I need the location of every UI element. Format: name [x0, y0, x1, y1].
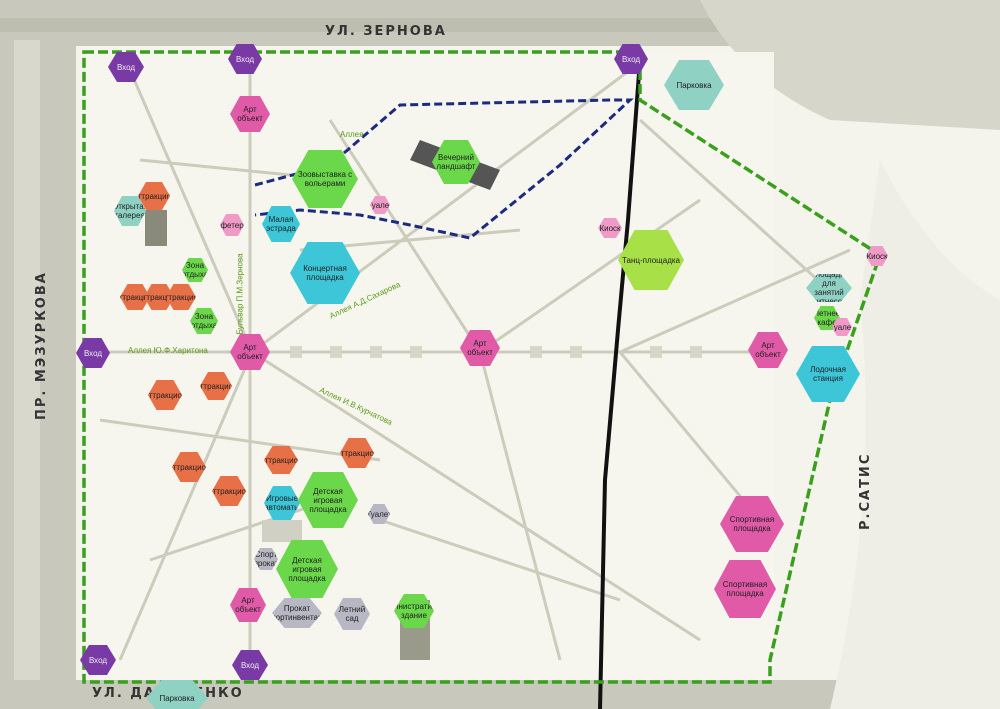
- alley-label: Аллея: [340, 130, 364, 139]
- street-east-label: Р.САТИС: [858, 452, 873, 530]
- alley-label: Аллея Ю.Ф.Харитона: [128, 346, 208, 355]
- alley-label: Бульвар П.М.Зернова: [235, 253, 245, 335]
- street-north-label: УЛ. ЗЕРНОВА: [325, 24, 447, 39]
- street-west-label: ПР. МЭЗУРКОВА: [34, 271, 49, 420]
- boat-station-marker[interactable]: Лодочная станция: [796, 346, 860, 402]
